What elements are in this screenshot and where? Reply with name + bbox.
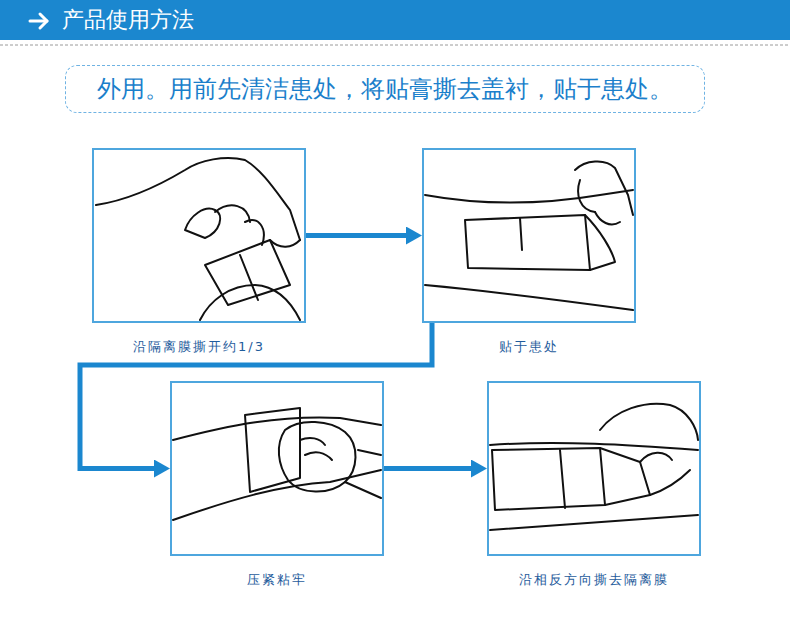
hand-peeling-illustration xyxy=(215,205,250,222)
press-firmly-illustration xyxy=(173,408,381,520)
film-removing-illustration xyxy=(490,515,698,530)
step-panel: 沿隔离膜撕开约1/3 xyxy=(92,148,306,356)
film-removing-illustration xyxy=(492,448,605,510)
patch-applying-illustration xyxy=(585,215,615,270)
film-removing-illustration xyxy=(650,470,690,495)
hand-peeling-illustration xyxy=(96,158,300,320)
press-firmly-illustration xyxy=(245,408,300,492)
step-caption: 沿相反方向撕去隔离膜 xyxy=(519,571,669,589)
caption-row: 压紧粘牢 xyxy=(170,569,384,589)
caption-row: 沿相反方向撕去隔离膜 xyxy=(487,569,701,589)
panel-frame xyxy=(487,381,701,556)
page-title: 产品使用方法 xyxy=(62,6,194,34)
panel-frame xyxy=(170,381,384,556)
step-caption: 沿隔离膜撕开约1/3 xyxy=(133,338,265,356)
hand-peeling-illustration xyxy=(200,285,300,320)
flow-arrow xyxy=(80,323,432,469)
film-removing-illustration xyxy=(600,448,650,505)
step-panel: 压紧粘牢 xyxy=(170,381,384,589)
panel-frame xyxy=(92,148,306,323)
hand-peeling-illustration xyxy=(96,158,300,240)
press-firmly-illustration xyxy=(300,438,325,445)
header-rule xyxy=(0,45,790,46)
film-removing-illustration xyxy=(600,404,698,440)
patch-applying-illustration xyxy=(575,161,633,215)
press-firmly-illustration xyxy=(345,482,381,498)
hand-peeling-illustration xyxy=(185,209,220,238)
instruction-text: 外用。用前先清洁患处，将贴膏撕去盖衬，贴于患处。 xyxy=(97,74,673,104)
patch-applying-illustration xyxy=(520,218,522,250)
patch-applying-illustration xyxy=(425,285,633,310)
film-removing-illustration xyxy=(560,450,565,508)
panel-frame xyxy=(422,148,636,323)
press-firmly-illustration xyxy=(358,450,381,455)
press-firmly-illustration xyxy=(305,452,332,460)
hand-peeling-illustration xyxy=(205,240,290,305)
patch-applying-illustration xyxy=(425,161,633,310)
film-removing-illustration xyxy=(490,404,698,530)
flow-arrow xyxy=(306,233,406,238)
patch-applying-illustration xyxy=(595,212,620,224)
instruction-box: 外用。用前先清洁患处，将贴膏撕去盖衬，贴于患处。 xyxy=(65,65,705,113)
header-icon xyxy=(40,14,47,28)
flow-arrow xyxy=(384,466,471,471)
caption-row: 贴于患处 xyxy=(422,336,636,356)
step-caption: 贴于患处 xyxy=(499,338,559,356)
patch-applying-illustration xyxy=(425,190,633,203)
step-panel: 沿相反方向撕去隔离膜 xyxy=(487,381,701,589)
hand-peeling-illustration xyxy=(245,220,264,245)
press-firmly-illustration xyxy=(279,422,356,492)
header-rule xyxy=(0,45,790,46)
hand-peeling-illustration xyxy=(240,255,258,300)
patch-applying-illustration xyxy=(578,180,595,212)
patch-applying-illustration xyxy=(465,215,590,270)
header-icon xyxy=(30,14,47,28)
caption-row: 沿隔离膜撕开约1/3 xyxy=(92,336,306,356)
film-removing-illustration xyxy=(640,453,672,462)
step-caption: 压紧粘牢 xyxy=(247,571,307,589)
hand-peeling-illustration xyxy=(270,240,300,247)
step-panel: 贴于患处 xyxy=(422,148,636,356)
